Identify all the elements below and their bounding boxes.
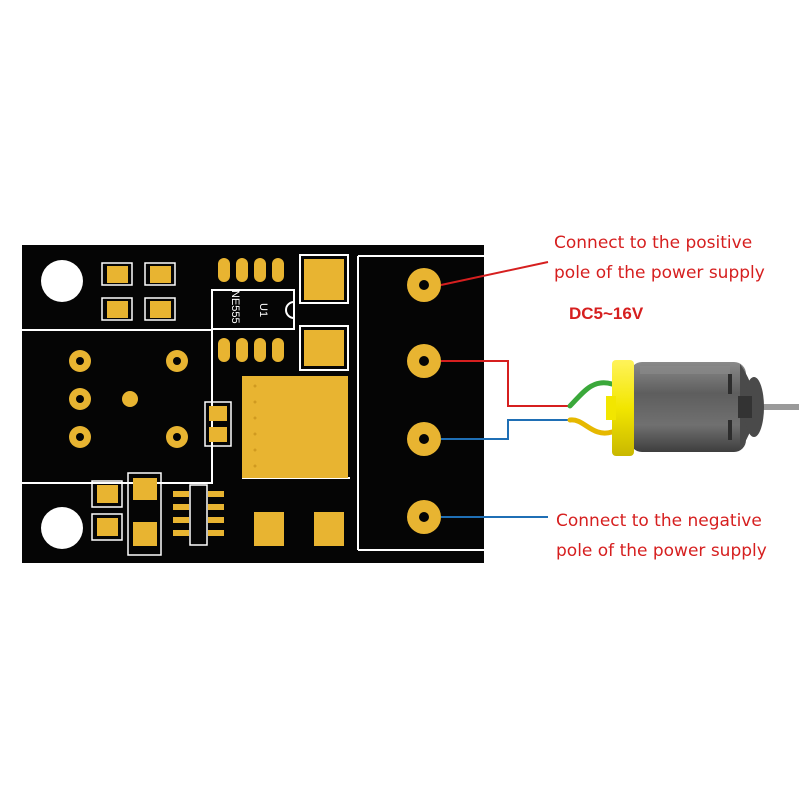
positive-supply-wire <box>440 261 549 286</box>
positive-pole-label-line1: Connect to the positive <box>554 233 753 253</box>
soic-ic-pads <box>173 484 224 546</box>
motor-positive-wire <box>441 360 570 407</box>
smd-pads-bottom-left <box>91 472 162 556</box>
negative-pole-label: Connect to the negative pole of the powe… <box>556 506 767 566</box>
resistor-pads <box>204 401 232 447</box>
mounting-hole-top <box>41 260 83 302</box>
ne555-chip-footprint: U1 NE555 <box>211 258 295 362</box>
smd-pads-top-left <box>101 262 176 321</box>
negative-pole-label-line2: pole of the power supply <box>556 541 767 561</box>
terminal-block-pads <box>407 268 441 534</box>
capacitor-pads <box>299 254 349 371</box>
dc-motor-icon <box>567 360 799 456</box>
wiring <box>440 261 570 518</box>
motor-negative-wire <box>441 419 570 440</box>
mosfet-footprint <box>242 376 348 546</box>
voltage-range-label: DC5~16V <box>569 304 644 323</box>
positive-pole-label-line2: pole of the power supply <box>554 263 765 283</box>
through-hole-pads-left <box>69 350 188 448</box>
positive-pole-label: Connect to the positive pole of the powe… <box>554 228 765 288</box>
mounting-hole-bottom <box>41 507 83 549</box>
pcb-board: U1 NE555 <box>22 245 484 563</box>
chip-marking: NE555 <box>229 290 241 324</box>
chip-designator: U1 <box>257 303 269 317</box>
negative-pole-label-line1: Connect to the negative <box>556 511 762 531</box>
